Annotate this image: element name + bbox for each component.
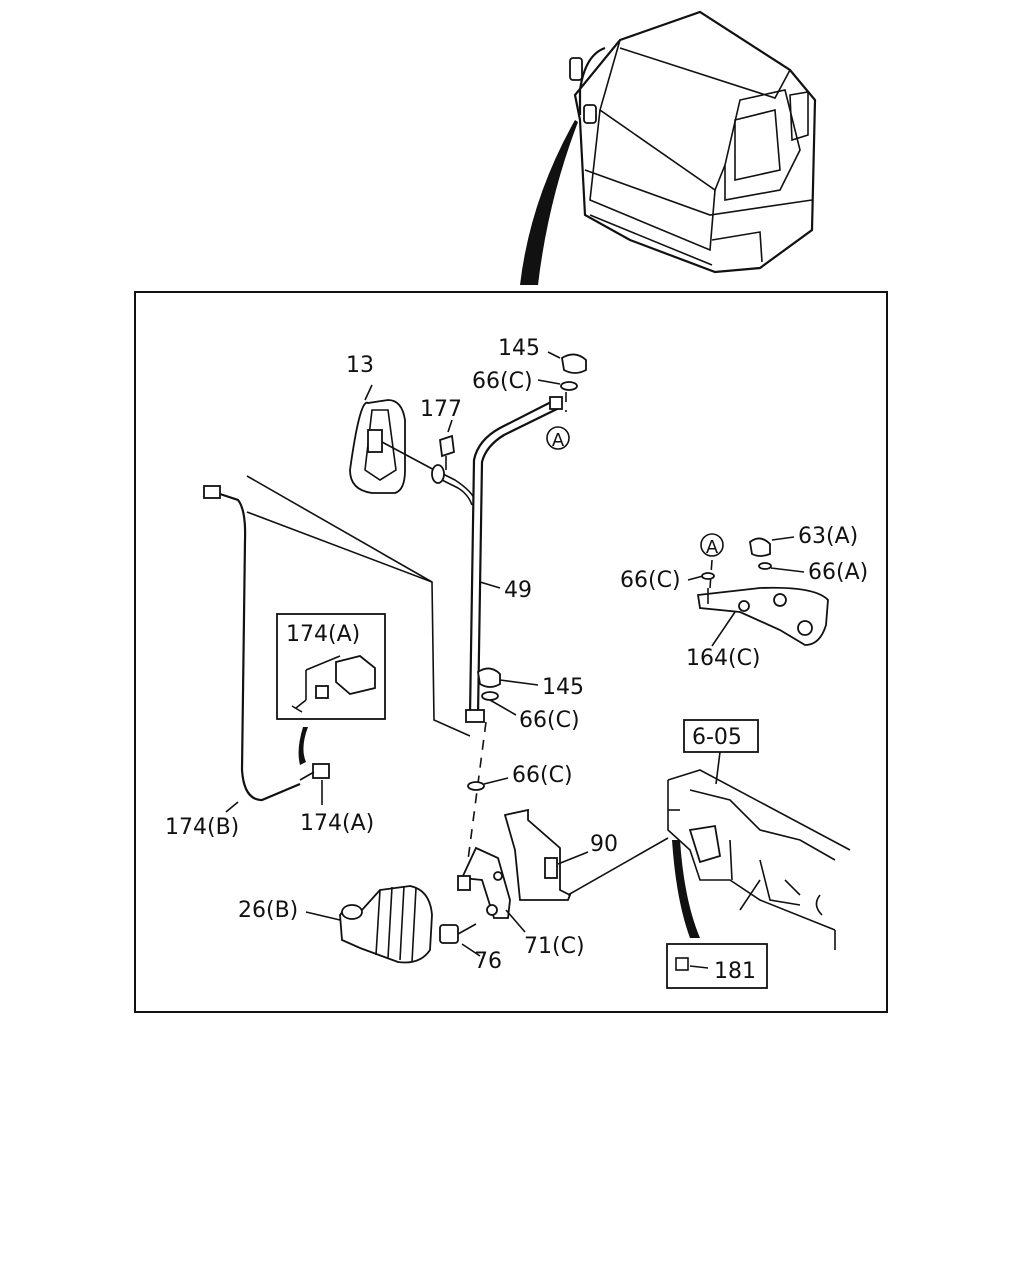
reference-mark-a-right-label: A xyxy=(706,537,719,558)
callout-145-mid: 145 xyxy=(542,675,584,700)
mirror-stay-part xyxy=(431,396,563,723)
connector-detail-box xyxy=(276,613,386,765)
callout-174a-box: 174(A) xyxy=(286,622,360,647)
reference-mark-a-top: A xyxy=(546,426,570,451)
wire-harness-part xyxy=(203,475,471,813)
callout-605: 6-05 xyxy=(692,725,742,750)
boot-part-26 xyxy=(305,885,433,964)
callout-63a: 63(A) xyxy=(798,524,858,549)
callout-66c-mid: 66(C) xyxy=(519,708,580,733)
callout-164c: 164(C) xyxy=(686,646,761,671)
frame-member-illustration xyxy=(667,751,851,950)
truck-cab-illustration xyxy=(520,10,817,285)
callout-66c-low: 66(C) xyxy=(512,763,573,788)
bolt-part-76 xyxy=(439,923,481,957)
mirror-head-part xyxy=(349,384,439,494)
callout-76: 76 xyxy=(474,949,502,974)
callout-177: 177 xyxy=(420,397,462,422)
callout-66c-right: 66(C) xyxy=(620,568,681,593)
clip-part-177 xyxy=(439,419,455,470)
callout-66a: 66(A) xyxy=(808,560,868,585)
clip-icon-181 xyxy=(675,957,689,971)
nut-washer-top xyxy=(537,351,587,412)
callout-174b: 174(B) xyxy=(165,815,239,840)
callout-145-top: 145 xyxy=(498,336,540,361)
callout-13: 13 xyxy=(346,353,374,378)
detail-frame xyxy=(134,291,888,1013)
callout-49: 49 xyxy=(504,578,532,603)
callout-181: 181 xyxy=(714,959,756,984)
callout-box-605 xyxy=(683,719,759,753)
reference-mark-a-right: A xyxy=(700,533,724,558)
bracket-part-164 xyxy=(687,536,829,647)
bracket-part-90 xyxy=(503,808,669,901)
callout-66c-top: 66(C) xyxy=(472,369,533,394)
callout-90: 90 xyxy=(590,832,618,857)
callout-71c: 71(C) xyxy=(524,934,585,959)
callout-174a-low: 174(A) xyxy=(300,811,374,836)
base-part-71 xyxy=(457,846,526,933)
nut-washer-mid xyxy=(467,667,539,861)
reference-mark-a-top-label: A xyxy=(552,430,565,451)
callout-26b: 26(B) xyxy=(238,898,298,923)
